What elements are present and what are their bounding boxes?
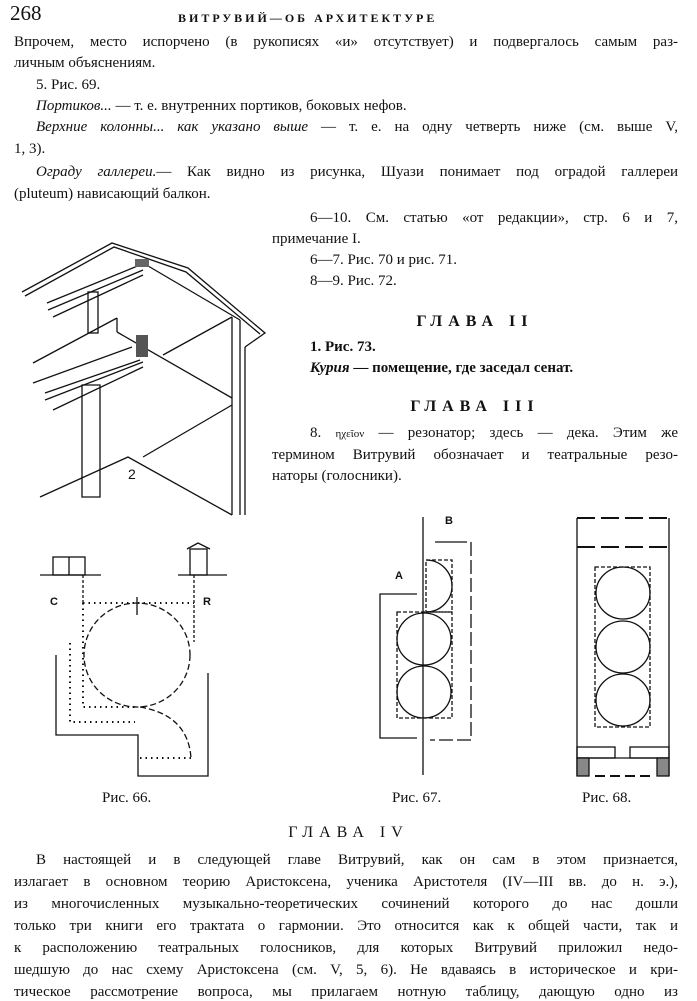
fig67-label-a: A	[395, 570, 403, 582]
text-span: — т. е. на одну четверть ниже (см. выше …	[308, 119, 678, 135]
text-line: Верхние колонны... как указано выше — т.…	[36, 118, 678, 136]
text-line: Портиков... — т. е. внутренних портиков,…	[36, 97, 407, 115]
greek-term: ηχεῖον	[335, 428, 365, 440]
fig67-drawing	[379, 517, 472, 775]
text-line: 8. ηχεῖον — резонатор; здесь — дека. Эти…	[310, 425, 679, 441]
text-line: Курия — помещение, где заседал сенат.	[310, 359, 573, 377]
fig68-caption: Рис. 68.	[582, 790, 632, 806]
fig2-label: 2	[128, 466, 136, 482]
italic-term: Портиков...	[36, 98, 112, 114]
text-span: — резонатор; здесь — дека. Этим же	[364, 425, 679, 441]
text-line: излагает в основном теорию Аристоксена, …	[14, 874, 678, 890]
fig67-label-b: B	[445, 515, 453, 527]
text-line: только три книги его трактата о гармонии…	[14, 918, 678, 934]
text-line: личным объяснениям.	[14, 55, 156, 71]
text-span: — Как видно из рисунка, Шуази понимает п…	[156, 164, 679, 180]
basilica-section-drawing	[21, 242, 267, 516]
text-line: 6—10. См. статью «от редакции», стр. 6 и…	[310, 210, 678, 226]
fig67-caption: Рис. 67.	[392, 790, 442, 806]
italic-term: Ограду галлереи.	[36, 164, 157, 180]
text-line: к расположению театральных голосников, д…	[14, 940, 678, 956]
italic-term: Верхние колонны... как указано выше	[36, 119, 309, 135]
text-line: 1. Рис. 73.	[310, 339, 376, 355]
text-line: тическое рассмотрение вопроса, мы прилаг…	[14, 984, 678, 1000]
text-line: 8—9. Рис. 72.	[310, 273, 397, 289]
text-span: — т. е. внутренних портиков, боковых неф…	[111, 98, 407, 114]
chapter-heading: ГЛАВА III	[410, 398, 540, 415]
text-line: шедшую до нас схему Аристоксена (см. V, …	[14, 962, 678, 978]
page-number: 268	[10, 1, 42, 25]
text-line: примечание I.	[272, 231, 361, 247]
text-line: (pluteum) нависающий балкон.	[14, 186, 211, 202]
text-line: Ограду галлереи.— Как видно из рисунка, …	[36, 163, 678, 181]
text-line: 1, 3).	[14, 141, 46, 157]
text-line: термином Витрувий обозначает и театральн…	[272, 447, 678, 463]
fig66-plan-drawing	[40, 542, 227, 777]
text-line: В настоящей и в следующей главе Витрувий…	[36, 852, 678, 868]
fig66-caption: Рис. 66.	[102, 790, 152, 806]
text-span: — помещение, где заседал сенат.	[349, 360, 574, 376]
text-line: Впрочем, место испорчено (в рукописях «и…	[14, 34, 678, 50]
chapter-heading: ГЛАВА IV	[288, 824, 409, 841]
running-title: ВИТРУВИЙ—ОБ АРХИТЕКТУРЕ	[178, 11, 438, 25]
fig66-label-c: C	[50, 596, 58, 608]
text-line: наторы (голосники).	[272, 468, 402, 484]
chapter-heading: ГЛАВА II	[416, 313, 534, 330]
text-line: 6—7. Рис. 70 и рис. 71.	[310, 252, 457, 268]
fig66-label-r: R	[203, 596, 211, 608]
italic-term: Курия	[310, 360, 350, 376]
fig68-drawing	[576, 517, 670, 777]
text-line: 5. Рис. 69.	[36, 77, 101, 93]
text-line: из многочисленных музыкально-теоретическ…	[14, 896, 678, 912]
